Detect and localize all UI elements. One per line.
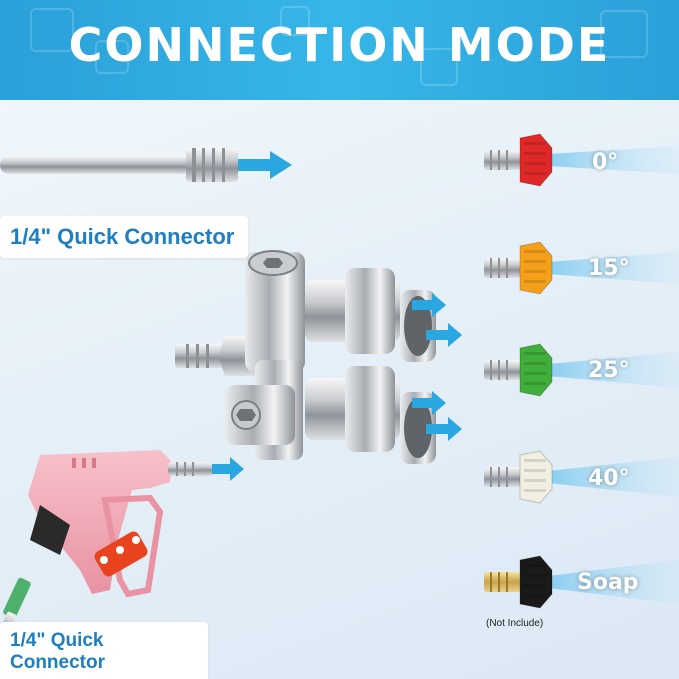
nozzle-angle-15: 15° [588, 256, 630, 281]
gun-connector-label: 1/4" Quick Connector [0, 622, 208, 679]
arrow-right-icon [238, 151, 292, 179]
nozzle-label-soap: Soap [577, 570, 639, 595]
nozzle-angle-25: 25° [588, 358, 630, 383]
nozzle-icon [484, 343, 679, 397]
nozzle-list [484, 133, 679, 609]
nozzle-icon [484, 241, 679, 295]
wand-icon [0, 148, 238, 182]
nozzle-icon [484, 133, 679, 187]
nozzle-icon [484, 450, 679, 504]
nozzle-angle-0: 0° [592, 150, 619, 175]
title-banner: CONNECTION MODE [0, 0, 679, 100]
spray-gun-icon [0, 450, 213, 639]
manifold-icon [175, 250, 436, 464]
page-title: CONNECTION MODE [68, 18, 611, 72]
arrow-right-icon [412, 293, 462, 441]
soap-note: (Not Include) [486, 618, 544, 629]
arrow-right-icon [212, 457, 244, 481]
nozzle-icon [484, 555, 679, 609]
wand-connector-label: 1/4" Quick Connector [0, 216, 248, 258]
nozzle-angle-40: 40° [588, 466, 630, 491]
